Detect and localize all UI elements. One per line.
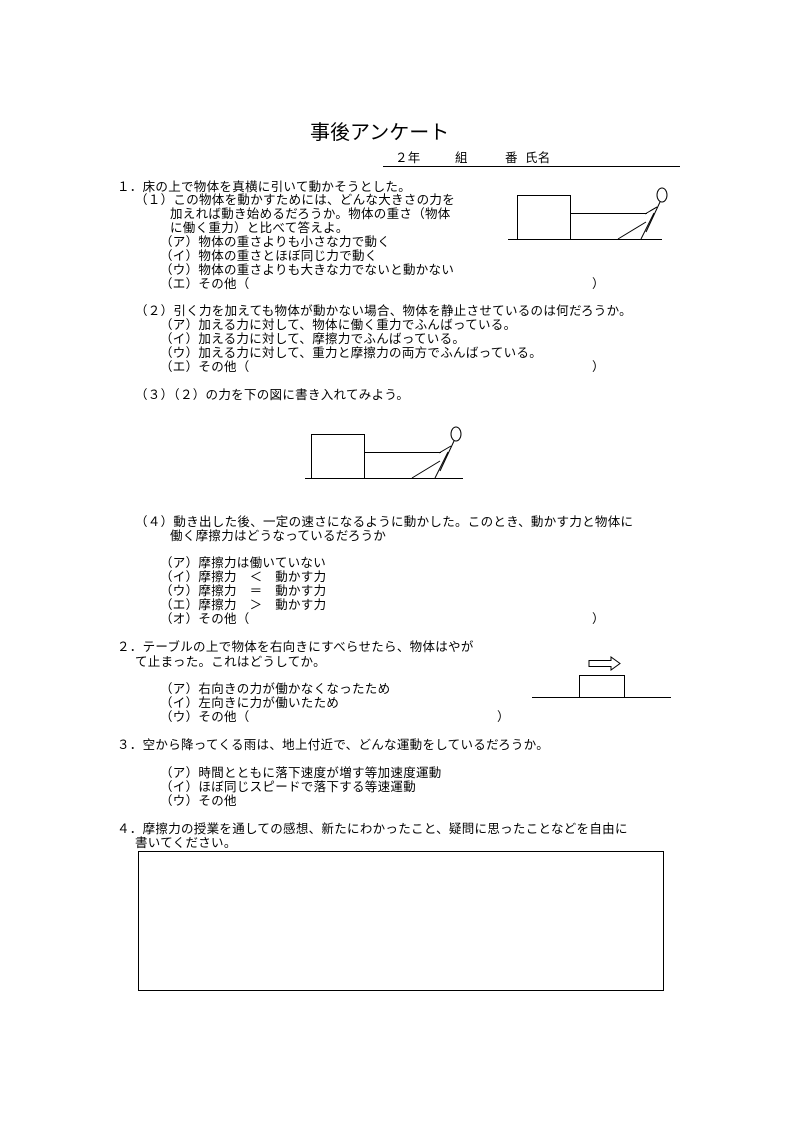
pulling-figure-1: [508, 187, 668, 240]
sliding-figure: [532, 656, 671, 698]
paren-close: ）: [497, 709, 510, 724]
option: （イ）ほぼ同じスピードで落下する等速運動: [160, 779, 417, 794]
name-label: 氏名: [525, 150, 551, 165]
paren-close: ）: [592, 276, 605, 291]
q1-stem: １．床の上で物体を真横に引いて動かそうとした。: [117, 179, 412, 194]
paren-close: ）: [592, 611, 605, 626]
page-title: 事後アンケート: [310, 120, 450, 144]
q4-line: ４．摩擦力の授業を通しての感想、新たにわかったこと、疑問に思ったことなどを自由に: [117, 821, 628, 836]
option: （ア）加える力に対して、物体に働く重力でふんばっている。: [160, 317, 517, 332]
option: （イ）物体の重さとほぼ同じ力で動く: [160, 248, 378, 263]
person-icon: [411, 426, 462, 479]
pulling-figure-2: [305, 426, 463, 479]
class-label: 組: [455, 150, 468, 165]
option: （エ）摩擦力 ＞ 動かす力: [160, 597, 327, 612]
grade-label: ２年: [395, 150, 421, 165]
number-label: 番: [505, 150, 518, 165]
q1-1-line: 加えれば動き始めるだろうか。物体の重さ（物体: [170, 206, 451, 221]
option: （ア）時間とともに落下速度が増す等加速度運動: [160, 765, 442, 780]
q1-2-line: （２）引く力を加えても物体が動かない場合、物体を静止させているのは何だろうか。: [135, 303, 632, 318]
q2-line: ２．テーブルの上で物体を右向きにすべらせたら、物体はやが: [117, 639, 474, 654]
option-other: （ウ）その他（: [160, 709, 250, 724]
object-box: [579, 675, 625, 698]
option: （ア）摩擦力は働いていない: [160, 555, 327, 570]
paren-close: ）: [592, 359, 605, 374]
option: （ウ）その他: [160, 793, 237, 808]
free-answer-box[interactable]: [138, 851, 664, 991]
option: （ウ）物体の重さよりも大きな力でないと動かない: [160, 262, 455, 277]
option: （ア）右向きの力が働かなくなったため: [160, 681, 391, 696]
right-arrow-icon: [588, 656, 621, 671]
option: （ア）物体の重さよりも小さな力で動く: [160, 234, 391, 249]
q3-line: ３．空から降ってくる雨は、地上付近で、どんな運動をしているだろうか。: [117, 737, 550, 752]
object-box: [517, 195, 571, 240]
q1-4-line: 働く摩擦力はどうなっているだろうか: [170, 528, 387, 543]
option-other: （オ）その他（: [160, 611, 250, 626]
object-box: [311, 434, 365, 479]
option: （イ）摩擦力 ＜ 動かす力: [160, 569, 327, 584]
option: （イ）左向きに力が働いたため: [160, 695, 340, 710]
q1-4-line: （４）動き出した後、一定の速さになるように動かした。このとき、動かす力と物体に: [135, 514, 634, 529]
person-icon: [617, 187, 668, 240]
option-other: （エ）その他（: [160, 276, 250, 291]
q1-1-line: （１）この物体を動かすためには、どんな大きさの力を: [135, 192, 456, 207]
option: （ウ）加える力に対して、重力と摩擦力の両方でふんばっている。: [160, 345, 543, 360]
option: （ウ）摩擦力 ＝ 動かす力: [160, 583, 327, 598]
name-underline: [383, 166, 680, 167]
q2-line: て止まった。これはどうしてか。: [135, 654, 326, 669]
q1-3-line: （３）（２）の力を下の図に書き入れてみよう。: [135, 387, 410, 402]
q4-line: 書いてください。: [135, 835, 237, 850]
option: （イ）加える力に対して、摩擦力でふんばっている。: [160, 331, 466, 346]
q1-1-line: に働く重力）と比べて答えよ。: [170, 220, 349, 235]
option-other: （エ）その他（: [160, 359, 250, 374]
